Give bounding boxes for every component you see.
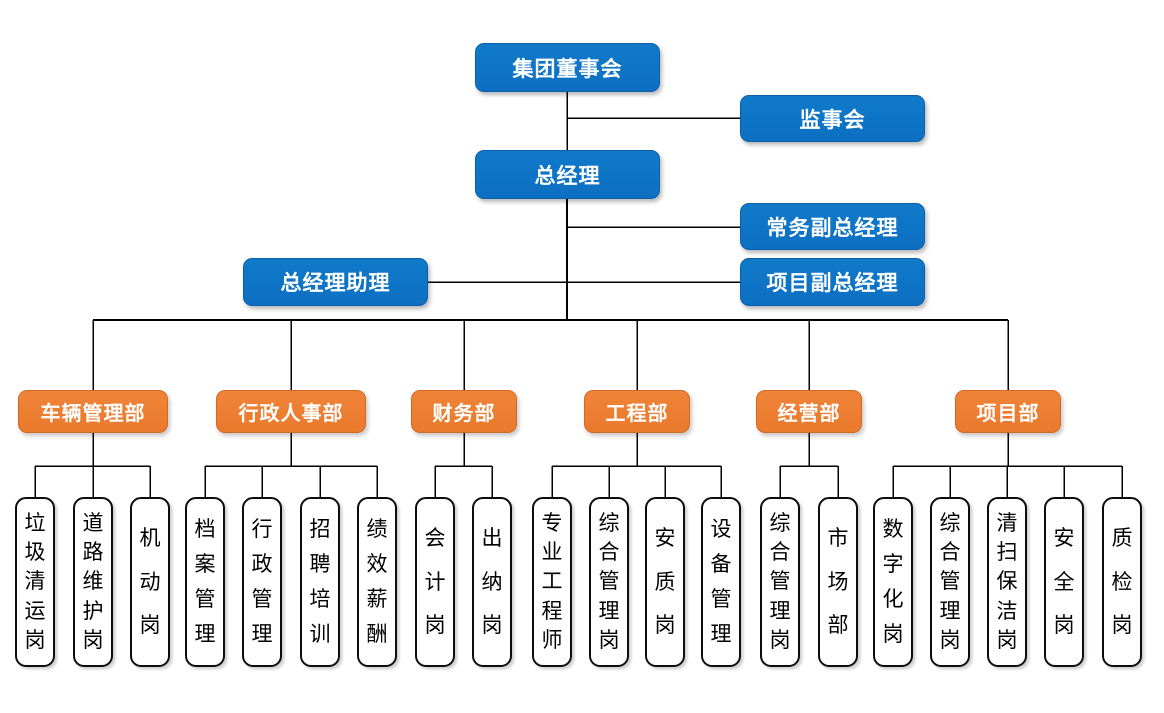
position-mobile: 机动岗: [130, 497, 170, 667]
node-general-manager: 总经理: [475, 150, 660, 199]
position-admin-management: 行政管理: [242, 497, 282, 667]
position-safety: 安全岗: [1044, 497, 1084, 667]
dept-operations: 经营部: [756, 390, 862, 433]
position-professional-engineer: 专业工程师: [532, 497, 572, 667]
node-supervisory-board: 监事会: [740, 95, 925, 142]
node-executive-deputy-gm: 常务副总经理: [740, 203, 925, 250]
dept-vehicle-management: 车辆管理部: [18, 390, 168, 433]
position-eng-general-management: 综合管理岗: [589, 497, 629, 667]
position-quality-inspection: 质检岗: [1102, 497, 1142, 667]
dept-engineering: 工程部: [584, 390, 690, 433]
position-road-maintenance: 道路维护岗: [73, 497, 113, 667]
dept-projects: 项目部: [955, 390, 1061, 433]
position-cleaning: 清扫保洁岗: [987, 497, 1027, 667]
position-performance-pay: 绩效薪酬: [357, 497, 397, 667]
position-market-dept: 市场部: [818, 497, 858, 667]
position-archives-management: 档案管理: [185, 497, 225, 667]
position-proj-general-management: 综合管理岗: [930, 497, 970, 667]
node-gm-assistant: 总经理助理: [243, 258, 428, 306]
position-equipment-management: 设备管理: [701, 497, 741, 667]
position-accounting: 会计岗: [415, 497, 455, 667]
node-group-board: 集团董事会: [475, 43, 660, 92]
dept-admin-hr: 行政人事部: [216, 390, 366, 433]
position-cashier: 出纳岗: [472, 497, 512, 667]
position-safety-quality: 安质岗: [645, 497, 685, 667]
position-garbage-removal: 垃圾清运岗: [15, 497, 55, 667]
node-project-deputy-gm: 项目副总经理: [740, 258, 925, 306]
position-digitalization: 数字化岗: [873, 497, 913, 667]
dept-finance: 财务部: [411, 390, 517, 433]
position-ops-general-management: 综合管理岗: [760, 497, 800, 667]
position-recruit-training: 招聘培训: [300, 497, 340, 667]
